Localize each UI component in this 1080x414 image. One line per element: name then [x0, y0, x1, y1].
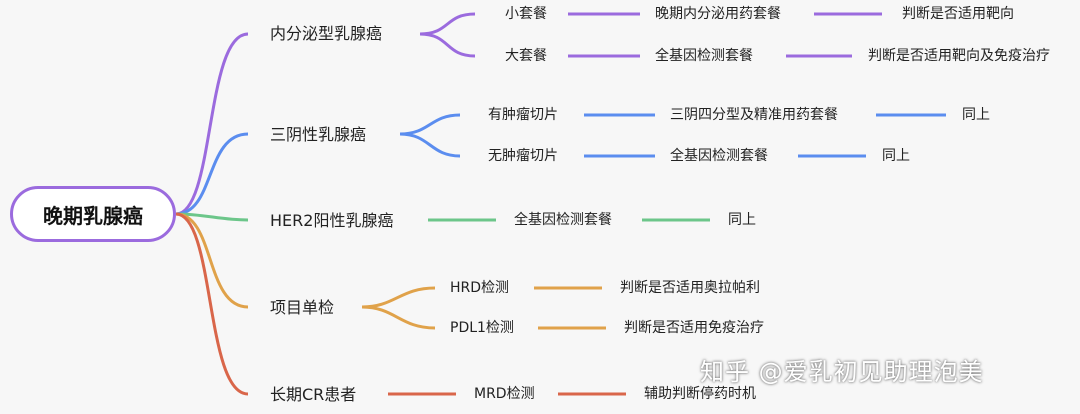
branch-label-endocrine[interactable]: 内分泌型乳腺癌 [270, 24, 383, 43]
node-label[interactable]: 判断是否适用奥拉帕利 [620, 280, 760, 296]
fork-b0-c1 [419, 32, 476, 58]
node-label[interactable]: HRD检测 [450, 280, 510, 296]
fork-b3-c0 [361, 286, 436, 309]
node-label[interactable]: 同上 [882, 148, 910, 164]
fork-b1-c1 [399, 132, 461, 158]
connector-root-b3 [175, 212, 249, 309]
node-label[interactable]: MRD检测 [474, 386, 535, 402]
branch-label-triple-negative[interactable]: 三阴性乳腺癌 [270, 125, 367, 144]
connector-root-b1 [175, 132, 249, 216]
node-label[interactable]: 判断是否适用靶向及免疫治疗 [868, 48, 1050, 64]
node-label[interactable]: 同上 [962, 107, 990, 123]
node-label[interactable]: 三阴四分型及精准用药套餐 [670, 107, 838, 123]
connector-root-b0 [175, 32, 249, 216]
fork-b0-c0 [419, 12, 476, 36]
node-label[interactable]: 判断是否适用靶向 [902, 6, 1014, 22]
branch-label-her2[interactable]: HER2阳性乳腺癌 [270, 211, 394, 230]
fork-b1-c0 [399, 113, 461, 136]
watermark: 知乎 @爱乳初见助理泡美 [700, 358, 984, 386]
node-label[interactable]: 有肿瘤切片 [488, 107, 558, 123]
node-label[interactable]: 同上 [728, 212, 756, 228]
node-label[interactable]: 辅助判断停药时机 [644, 386, 756, 402]
node-label[interactable]: 无肿瘤切片 [488, 148, 558, 164]
node-label[interactable]: 全基因检测套餐 [670, 148, 768, 164]
connector-root-b4 [175, 212, 249, 396]
node-label[interactable]: PDL1检测 [450, 320, 514, 336]
root-node[interactable]: 晚期乳腺癌 [10, 186, 176, 242]
branch-label-long-term-cr[interactable]: 长期CR患者 [270, 385, 357, 404]
node-label[interactable]: 全基因检测套餐 [514, 212, 612, 228]
node-label[interactable]: 晚期内分泌用药套餐 [655, 6, 781, 22]
branch-label-single-tests[interactable]: 项目单检 [270, 298, 335, 317]
node-label[interactable]: 小套餐 [505, 6, 547, 22]
node-label[interactable]: 判断是否适用免疫治疗 [624, 320, 764, 336]
node-label[interactable]: 大套餐 [505, 48, 547, 64]
fork-b3-c1 [361, 305, 436, 330]
node-label[interactable]: 全基因检测套餐 [655, 48, 753, 64]
